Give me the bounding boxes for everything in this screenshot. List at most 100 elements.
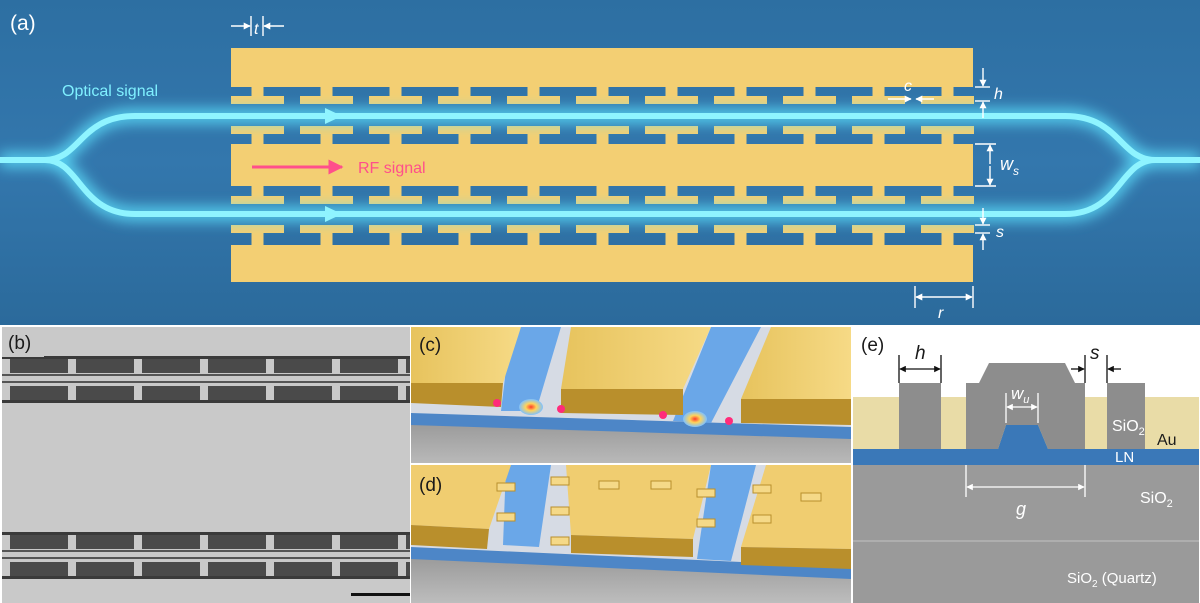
sem-pad — [406, 535, 410, 549]
electrode-pad — [576, 96, 629, 104]
electrode-stem — [320, 132, 333, 144]
ln-slab — [853, 449, 1199, 465]
ln-label: LN — [1115, 449, 1134, 466]
optical-signal-label: Optical signal — [62, 83, 158, 100]
dimension-s-e — [1071, 355, 1121, 383]
electrode-stem — [389, 186, 402, 196]
sem-pad — [406, 562, 410, 576]
electrode-pad — [645, 225, 698, 233]
electrode-stem — [389, 132, 402, 144]
electrode-stem — [320, 233, 333, 245]
electrode-stem — [941, 186, 954, 196]
electrode-pad — [714, 126, 767, 134]
electrode-pad — [645, 196, 698, 204]
electrode-pad — [783, 96, 836, 104]
electrode-stem — [596, 87, 609, 96]
electrode-pad — [231, 126, 284, 134]
panel-e-label: (e) — [861, 335, 884, 356]
sio2-substrate-c — [411, 423, 851, 463]
sem-edge — [2, 400, 410, 403]
electrode-stem — [872, 132, 885, 144]
electrode-pad — [231, 96, 284, 104]
dimension-t — [231, 16, 284, 36]
panel-c-label: (c) — [419, 335, 441, 356]
panel-b-label: (b) — [8, 333, 31, 354]
electrode-stem — [527, 132, 540, 144]
sem-pad — [274, 535, 332, 549]
electrode-stem — [458, 87, 471, 96]
waveguide-mzi — [0, 113, 1200, 217]
electrode-pad — [576, 225, 629, 233]
electrode-stem — [872, 233, 885, 245]
dimension-s-e-label: s — [1090, 343, 1100, 364]
electrode-pad — [438, 96, 491, 104]
electrode-stem — [734, 186, 747, 196]
electrode-pad — [300, 196, 353, 204]
dimension-ws — [975, 143, 996, 187]
dimension-s-label: s — [996, 224, 1004, 241]
electrode-stem — [527, 233, 540, 245]
electrode-pad — [507, 225, 560, 233]
optical-direction-arrow-bottom — [325, 206, 342, 222]
sio2-mid-label: SiO2 — [1140, 490, 1173, 510]
electrode-stem — [941, 132, 954, 144]
sio2-quartz-substrate — [853, 463, 1199, 603]
sem-pad — [208, 359, 266, 373]
electrode-stem — [872, 87, 885, 96]
electrode-stem — [941, 233, 954, 245]
electrode-stem — [389, 87, 402, 96]
electrode-stem — [734, 233, 747, 245]
electrode-stem — [458, 186, 471, 196]
electrode-pad — [507, 96, 560, 104]
sem-pad — [208, 386, 266, 400]
electrode-pad — [438, 225, 491, 233]
electrode-pad — [300, 225, 353, 233]
electrode-stem — [527, 186, 540, 196]
electrode-stem — [803, 87, 816, 96]
panel-b-label-bg — [2, 327, 44, 357]
sem-pad — [142, 535, 200, 549]
electrode-pad — [921, 196, 974, 204]
electrode-stem — [665, 233, 678, 245]
sem-pad — [76, 535, 134, 549]
t-rails-d — [496, 476, 822, 546]
dimension-ws-label: ws — [1000, 154, 1019, 178]
electrode-pad — [852, 126, 905, 134]
electrode-stem — [803, 132, 816, 144]
sem-pad — [142, 359, 200, 373]
sem-pad — [142, 562, 200, 576]
panel-d-label: (d) — [419, 475, 442, 496]
sem-pad — [10, 562, 68, 576]
electrode-stem — [251, 132, 264, 144]
electrode-pad — [369, 96, 422, 104]
waveguide-ridges-c — [501, 327, 761, 423]
sem-pad — [274, 359, 332, 373]
dimension-s — [975, 208, 990, 250]
optical-direction-arrow-top — [325, 108, 342, 124]
dimension-h — [975, 68, 990, 118]
electrode-pad — [576, 126, 629, 134]
sem-pad — [208, 535, 266, 549]
sem-pad — [340, 562, 398, 576]
panel-e: h s wu g SiO2 Au LN SiO2 SiO2 (Quartz) (… — [853, 327, 1199, 603]
panel-a-label: (a) — [10, 12, 36, 35]
electrode-pad — [438, 196, 491, 204]
sio2-quartz-label: SiO2 (Quartz) — [1067, 570, 1157, 590]
sem-electrode-row-top — [2, 356, 410, 403]
electrode-pad — [852, 96, 905, 104]
electrode-pad — [369, 126, 422, 134]
electrode-signal — [231, 126, 974, 204]
sem-pad — [274, 562, 332, 576]
panel-a: (a) Optical signal RF signal t c h — [0, 0, 1200, 325]
sem-pad — [340, 535, 398, 549]
electrode-stem — [803, 233, 816, 245]
electrode-pad — [507, 126, 560, 134]
electrode-stem — [251, 87, 264, 96]
sio2-top-label: SiO2 — [1112, 418, 1145, 438]
electrode-pad — [921, 96, 974, 104]
sem-pad — [406, 386, 410, 400]
electrode-pad — [576, 196, 629, 204]
sem-pad — [76, 359, 134, 373]
dimension-t-label: t — [254, 21, 259, 38]
